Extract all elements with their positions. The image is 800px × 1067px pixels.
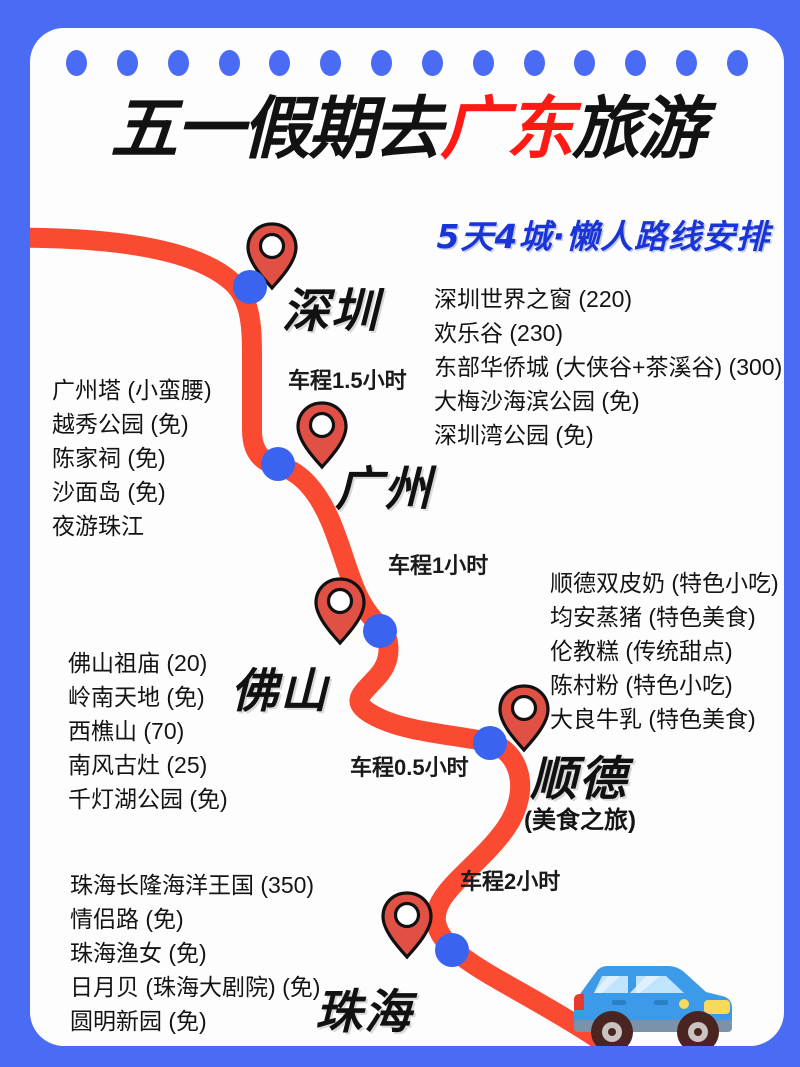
- drive-time-shunde: 车程2小时: [460, 869, 561, 894]
- poster-card: 五一假期去广东旅游 5天4城·懒人路线安排 深圳 车程1.5小时 深圳世界之窗 …: [30, 28, 784, 1046]
- list-item: 大梅沙海滨公园 (免): [434, 388, 640, 414]
- map-pin-icon: [246, 222, 298, 291]
- list-item: 圆明新园 (免): [70, 1008, 207, 1034]
- list-item: 大良牛乳 (特色美食): [550, 706, 756, 732]
- list-item: 深圳世界之窗 (220): [434, 286, 633, 312]
- list-item: 伦教糕 (传统甜点): [550, 638, 733, 664]
- punch-hole-icon: [320, 50, 342, 76]
- punch-hole-icon: [523, 50, 545, 76]
- title-part-1: 五一假期去: [109, 90, 442, 169]
- list-item: 沙面岛 (免): [52, 479, 166, 505]
- city-label-guangzhou: 广州: [335, 462, 433, 517]
- list-item: 珠海长隆海洋王国 (350): [70, 872, 315, 898]
- list-item: 夜游珠江: [52, 513, 144, 539]
- list-item: 陈家祠 (免): [52, 445, 166, 471]
- punch-hole-icon: [574, 50, 596, 76]
- punch-hole-row: [30, 50, 784, 80]
- city-label-shunde: 顺德: [530, 752, 628, 807]
- list-item: 顺德双皮奶 (特色小吃): [550, 570, 779, 596]
- route-path-layer: [30, 227, 626, 1046]
- title-highlight: 广东: [439, 90, 574, 169]
- route-node-icon: [233, 270, 267, 304]
- punch-hole-icon: [218, 50, 240, 76]
- list-item: 日月贝 (珠海大剧院) (免): [70, 974, 321, 1000]
- city-label-shenzhen: 深圳: [282, 284, 380, 339]
- list-item: 佛山祖庙 (20): [68, 650, 208, 676]
- list-item: 广州塔 (小蛮腰): [52, 377, 212, 403]
- route-node-icon: [435, 933, 469, 967]
- page-subtitle: 5天4城·懒人路线安排: [436, 217, 770, 256]
- punch-hole-icon: [116, 50, 138, 76]
- drive-time-shenzhen: 车程1.5小时: [288, 368, 407, 393]
- list-item: 深圳湾公园 (免): [434, 422, 594, 448]
- map-pin-icon: [314, 577, 366, 646]
- attraction-list-foshan: 佛山祖庙 (20) 岭南天地 (免) 西樵山 (70) 南风古灶 (25) 千灯…: [68, 646, 228, 816]
- list-item: 情侣路 (免): [70, 906, 184, 932]
- list-item: 南风古灶 (25): [68, 752, 208, 778]
- list-item: 东部华侨城 (大侠谷+茶溪谷) (300): [434, 354, 783, 380]
- list-item: 欢乐谷 (230): [434, 320, 564, 346]
- list-item: 陈村粉 (特色小吃): [550, 672, 733, 698]
- punch-hole-icon: [371, 50, 393, 76]
- map-pin-icon: [296, 401, 348, 470]
- page-title: 五一假期去广东旅游: [30, 96, 784, 164]
- drive-time-guangzhou: 车程1小时: [388, 553, 489, 578]
- route-node-icon: [363, 614, 397, 648]
- attraction-list-shenzhen: 深圳世界之窗 (220) 欢乐谷 (230) 东部华侨城 (大侠谷+茶溪谷) (…: [434, 282, 782, 452]
- map-pin-icon: [498, 684, 550, 753]
- punch-hole-icon: [269, 50, 291, 76]
- drive-time-foshan: 车程0.5小时: [350, 755, 469, 780]
- city-label-zhuhai: 珠海: [315, 985, 413, 1040]
- punch-hole-icon: [676, 50, 698, 76]
- title-part-3: 旅游: [572, 90, 706, 169]
- city-label-foshan: 佛山: [231, 664, 329, 719]
- route-node-icon: [261, 447, 295, 481]
- punch-hole-icon: [726, 50, 748, 76]
- car-icon: [574, 966, 732, 1046]
- attraction-list-shunde: 顺德双皮奶 (特色小吃) 均安蒸猪 (特色美食) 伦教糕 (传统甜点) 陈村粉 …: [550, 566, 779, 736]
- list-item: 千灯湖公园 (免): [68, 786, 228, 812]
- list-item: 岭南天地 (免): [68, 684, 205, 710]
- attraction-list-guangzhou: 广州塔 (小蛮腰) 越秀公园 (免) 陈家祠 (免) 沙面岛 (免) 夜游珠江: [52, 373, 212, 543]
- punch-hole-icon: [421, 50, 443, 76]
- list-item: 越秀公园 (免): [52, 411, 189, 437]
- punch-hole-icon: [66, 50, 87, 76]
- punch-hole-icon: [167, 50, 189, 76]
- punch-hole-icon: [625, 50, 647, 76]
- punch-hole-icon: [472, 50, 494, 76]
- attraction-list-zhuhai: 珠海长隆海洋王国 (350) 情侣路 (免) 珠海渔女 (免) 日月贝 (珠海大…: [70, 868, 320, 1038]
- map-pin-icon: [381, 891, 433, 960]
- route-node-icon: [473, 726, 507, 760]
- list-item: 西樵山 (70): [68, 718, 185, 744]
- city-sublabel-shunde: (美食之旅): [524, 807, 636, 834]
- list-item: 珠海渔女 (免): [70, 940, 207, 966]
- list-item: 均安蒸猪 (特色美食): [550, 604, 756, 630]
